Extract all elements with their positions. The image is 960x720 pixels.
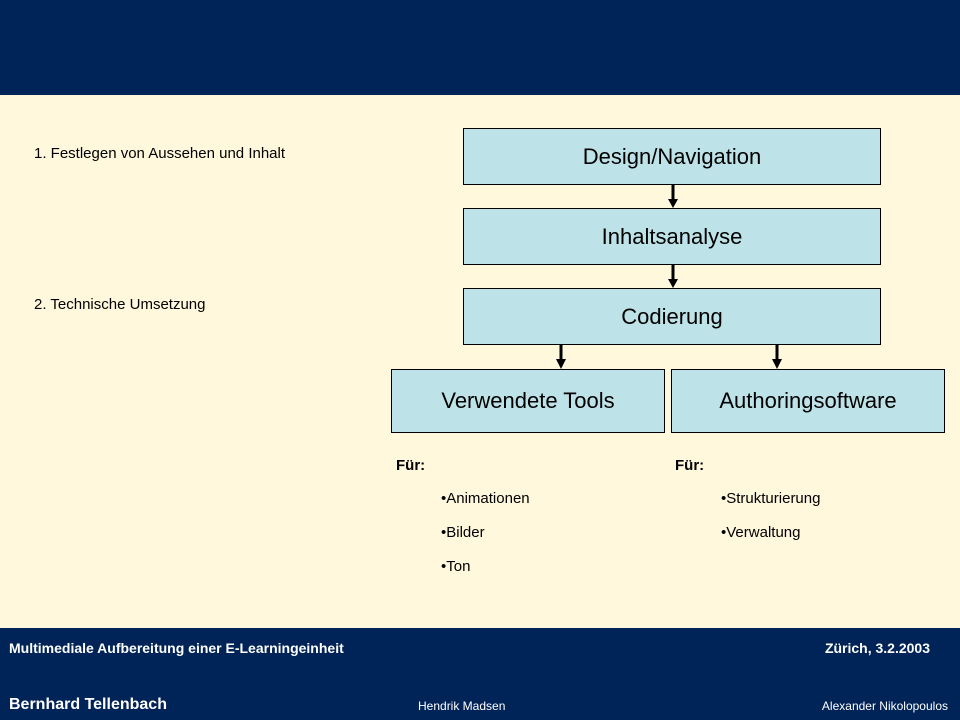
left-fuer-label: Für:: [396, 457, 426, 474]
arrow-codierung-to-tools: [556, 345, 566, 369]
arrow-inhalt-to-codierung: [668, 265, 678, 288]
codierung-box: Codierung: [463, 288, 881, 345]
inhaltsanalyse-box: Inhaltsanalyse: [463, 208, 881, 265]
footer-author-1: Bernhard Tellenbach: [9, 696, 167, 713]
header-band: [0, 0, 960, 95]
list-item: •Strukturierung: [721, 490, 821, 507]
step-1-label: 1. Festlegen von Aussehen und Inhalt: [34, 145, 286, 162]
left-bullet-list: •Animationen •Bilder •Ton: [441, 490, 530, 592]
footer-date: Zürich, 3.2.2003: [824, 640, 930, 656]
arrow-design-to-inhalt: [668, 185, 678, 208]
verwendete-tools-box: Verwendete Tools: [391, 369, 665, 433]
arrow-codierung-to-authoring: [772, 345, 782, 369]
footer-title: Multimediale Aufbereitung einer E-Learni…: [9, 640, 344, 656]
list-item: •Bilder: [441, 524, 485, 541]
list-item: •Animationen: [441, 490, 530, 507]
design-navigation-box: Design/Navigation: [463, 128, 881, 185]
right-fuer-label: Für:: [675, 457, 705, 474]
footer-author-2: Hendrik Madsen: [418, 699, 506, 713]
right-bullet-list: •Strukturierung •Verwaltung: [721, 490, 820, 558]
footer-author-3: Alexander Nikolopoulos: [821, 699, 948, 713]
authoringsoftware-box: Authoringsoftware: [671, 369, 945, 433]
list-item: •Verwaltung: [721, 524, 801, 541]
list-item: •Ton: [441, 558, 471, 575]
step-2-label: 2. Technische Umsetzung: [34, 296, 206, 313]
footer-band: Multimediale Aufbereitung einer E-Learni…: [0, 628, 960, 720]
